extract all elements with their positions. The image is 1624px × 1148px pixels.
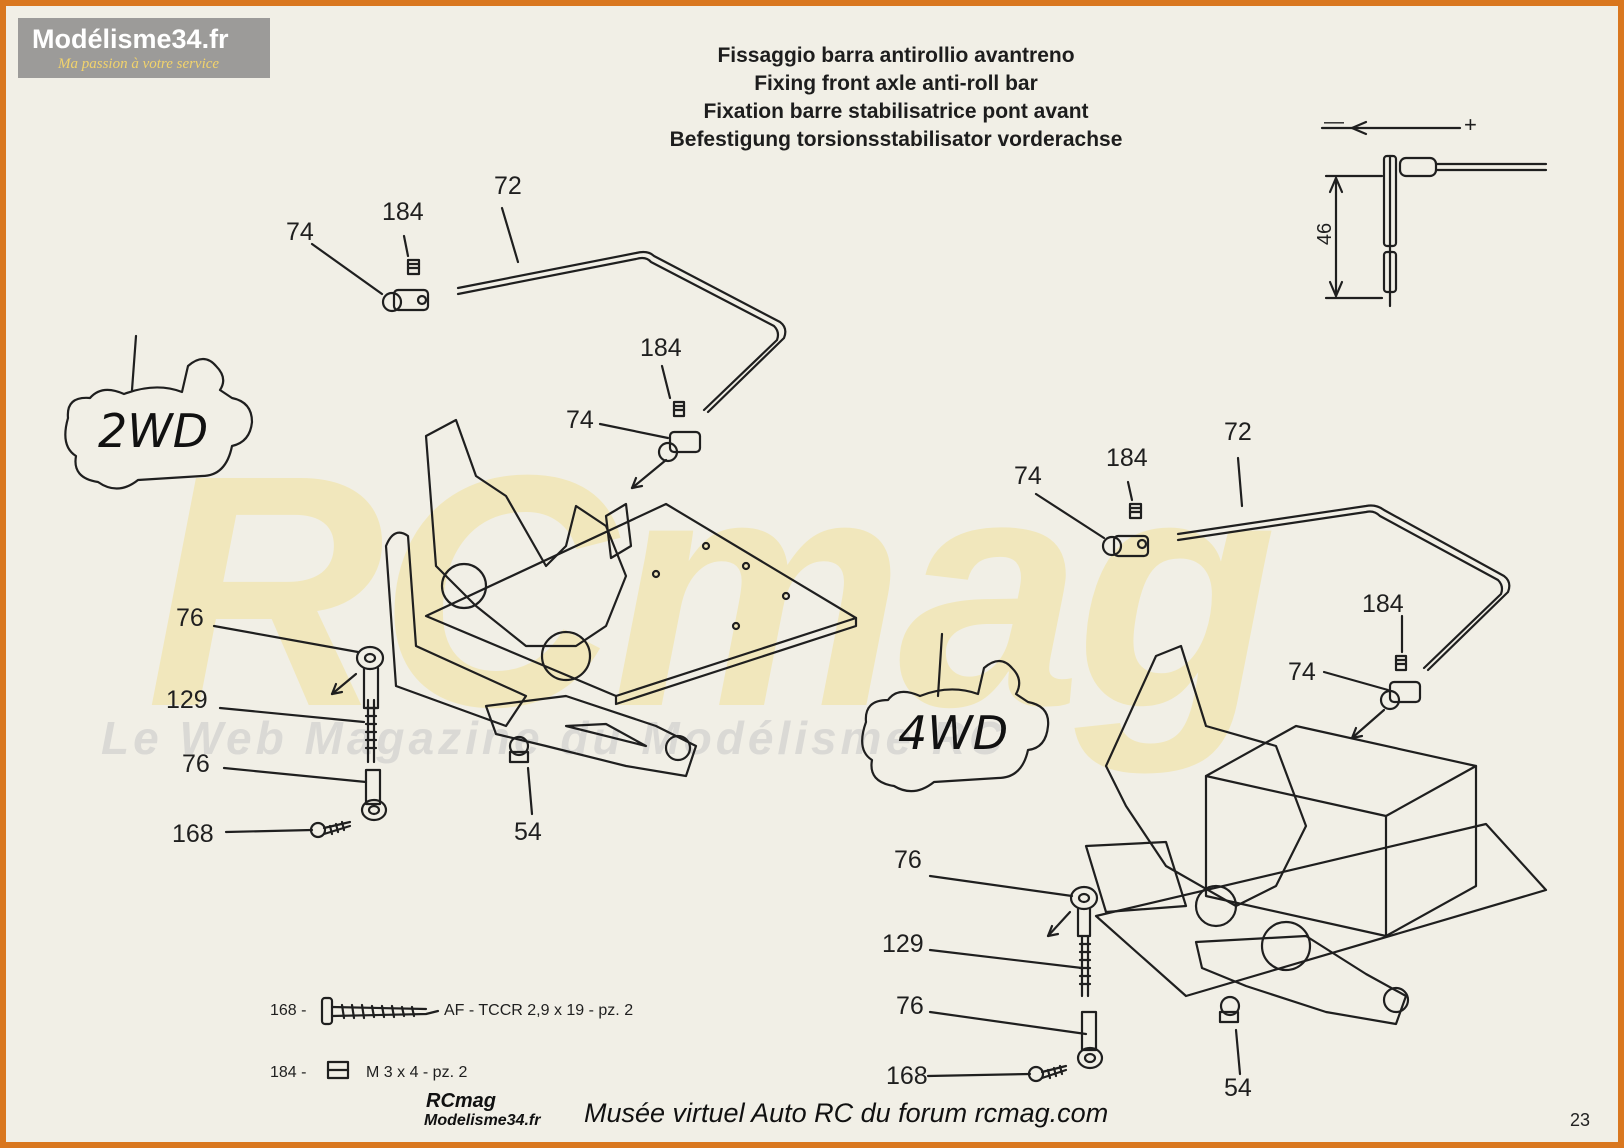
bulkhead-2wd — [384, 531, 528, 728]
turnbuckle-129-2wd — [364, 698, 378, 764]
watermark-tagline: Le Web Magazine du Modélisme RC — [101, 712, 1007, 764]
ball-joint-74-mid-4wd — [1379, 680, 1422, 711]
badge-2wd-outline — [64, 334, 254, 490]
rod-end-76-lower-2wd — [360, 768, 388, 822]
grub-screw-184-upper-4wd — [1128, 502, 1143, 520]
footer-caption: Musée virtuel Auto RC du forum rcmag.com — [584, 1098, 1109, 1128]
anti-roll-bar-4wd — [1176, 504, 1511, 672]
label-74-upper-4wd: 74 — [1014, 462, 1042, 490]
grub-screw-184-mid-2wd — [672, 400, 686, 418]
suspension-arm-2wd — [484, 694, 698, 778]
inset-dimension-46: 46 — [1314, 222, 1337, 246]
label-184-mid-4wd: 184 — [1362, 590, 1404, 618]
exploded-view-drawing — [64, 120, 1548, 1083]
screw-168-2wd — [309, 820, 352, 839]
inset-dimension-detail — [1320, 120, 1548, 308]
title-en: Fixing front axle anti-roll bar — [754, 72, 1038, 95]
rod-end-76-lower-4wd — [1076, 1010, 1104, 1070]
arrow-76-2wd — [330, 672, 358, 696]
page-number: 23 — [1570, 1110, 1591, 1130]
arrow-74-4wd — [1350, 708, 1386, 740]
label-76-lower-4wd: 76 — [896, 992, 924, 1020]
label-76-upper-2wd: 76 — [176, 604, 204, 632]
legend-184-number: 184 - — [270, 1064, 307, 1081]
label-129-2wd: 129 — [166, 686, 208, 714]
label-184-upper-2wd: 184 — [382, 198, 424, 226]
inset-minus-sign: — — [1324, 111, 1344, 133]
gearbox-4wd — [1204, 724, 1478, 938]
label-74-mid-4wd: 74 — [1288, 658, 1316, 686]
label-76-upper-4wd: 76 — [894, 846, 922, 874]
label-72-2wd: 72 — [494, 172, 522, 200]
title-it: Fissaggio barra antirollio avantreno — [717, 44, 1075, 67]
arrow-76-4wd — [1046, 910, 1072, 938]
watermark-logo: RCmag — [146, 406, 1277, 775]
label-129-4wd: 129 — [882, 930, 924, 958]
grub-screw-184-mid-4wd — [1394, 654, 1408, 672]
ball-joint-74-upper-4wd — [1101, 534, 1150, 558]
title-fr: Fixation barre stabilisatrice pont avant — [703, 100, 1089, 123]
label-168-2wd: 168 — [172, 820, 214, 848]
arrow-74-2wd — [630, 458, 668, 490]
tag-2wd: 2WD — [98, 404, 209, 458]
label-54-4wd: 54 — [1224, 1074, 1252, 1102]
logo-title: Modélisme34.fr — [32, 24, 229, 54]
label-72-4wd: 72 — [1224, 418, 1252, 446]
suspension-arm-4wd — [1194, 934, 1408, 1026]
turnbuckle-129-4wd — [1078, 934, 1092, 998]
site-logo[interactable]: Modélisme34.fr Ma passion à votre servic… — [18, 18, 270, 78]
legend-168-number: 168 - — [270, 1002, 307, 1019]
ball-stud-54-2wd — [508, 735, 530, 764]
inset-plus-sign: + — [1464, 112, 1477, 137]
label-184-mid-2wd: 184 — [640, 334, 682, 362]
label-74-mid-2wd: 74 — [566, 406, 594, 434]
ball-joint-74-upper-2wd — [381, 288, 430, 313]
legend-184-text: M 3 x 4 - pz. 2 — [366, 1064, 468, 1081]
screw-168-4wd — [1027, 1064, 1068, 1083]
rod-end-76-upper-4wd — [1069, 885, 1099, 938]
badge-4wd-outline — [861, 632, 1050, 793]
grub-screw-184-upper-2wd — [406, 258, 421, 276]
footer-logo-rcmag[interactable]: RCmag — [426, 1090, 497, 1112]
rod-end-76-upper-2wd — [355, 645, 385, 710]
label-74-upper-2wd: 74 — [286, 218, 314, 246]
title-de: Befestigung torsionsstabilisator vordera… — [669, 128, 1123, 151]
chassis-plate-2wd — [424, 502, 858, 698]
legend-168-text: AF - TCCR 2,9 x 19 - pz. 2 — [444, 1002, 634, 1019]
chassis-plate-4wd — [1094, 822, 1548, 998]
footer-logo-modelisme[interactable]: Modelisme34.fr — [424, 1112, 541, 1129]
legend-grubscrew-icon — [326, 1060, 350, 1080]
ball-stud-54-4wd — [1218, 995, 1241, 1024]
ball-joint-74-mid-2wd — [657, 430, 702, 463]
label-184-upper-4wd: 184 — [1106, 444, 1148, 472]
legend-screw-icon — [320, 996, 440, 1026]
anti-roll-bar-2wd — [456, 250, 787, 414]
logo-subtitle: Ma passion à votre service — [58, 56, 220, 72]
label-76-lower-2wd: 76 — [182, 750, 210, 778]
tag-4wd: 4WD — [898, 706, 1009, 760]
label-54-2wd: 54 — [514, 818, 542, 846]
label-168-4wd: 168 — [886, 1062, 928, 1090]
